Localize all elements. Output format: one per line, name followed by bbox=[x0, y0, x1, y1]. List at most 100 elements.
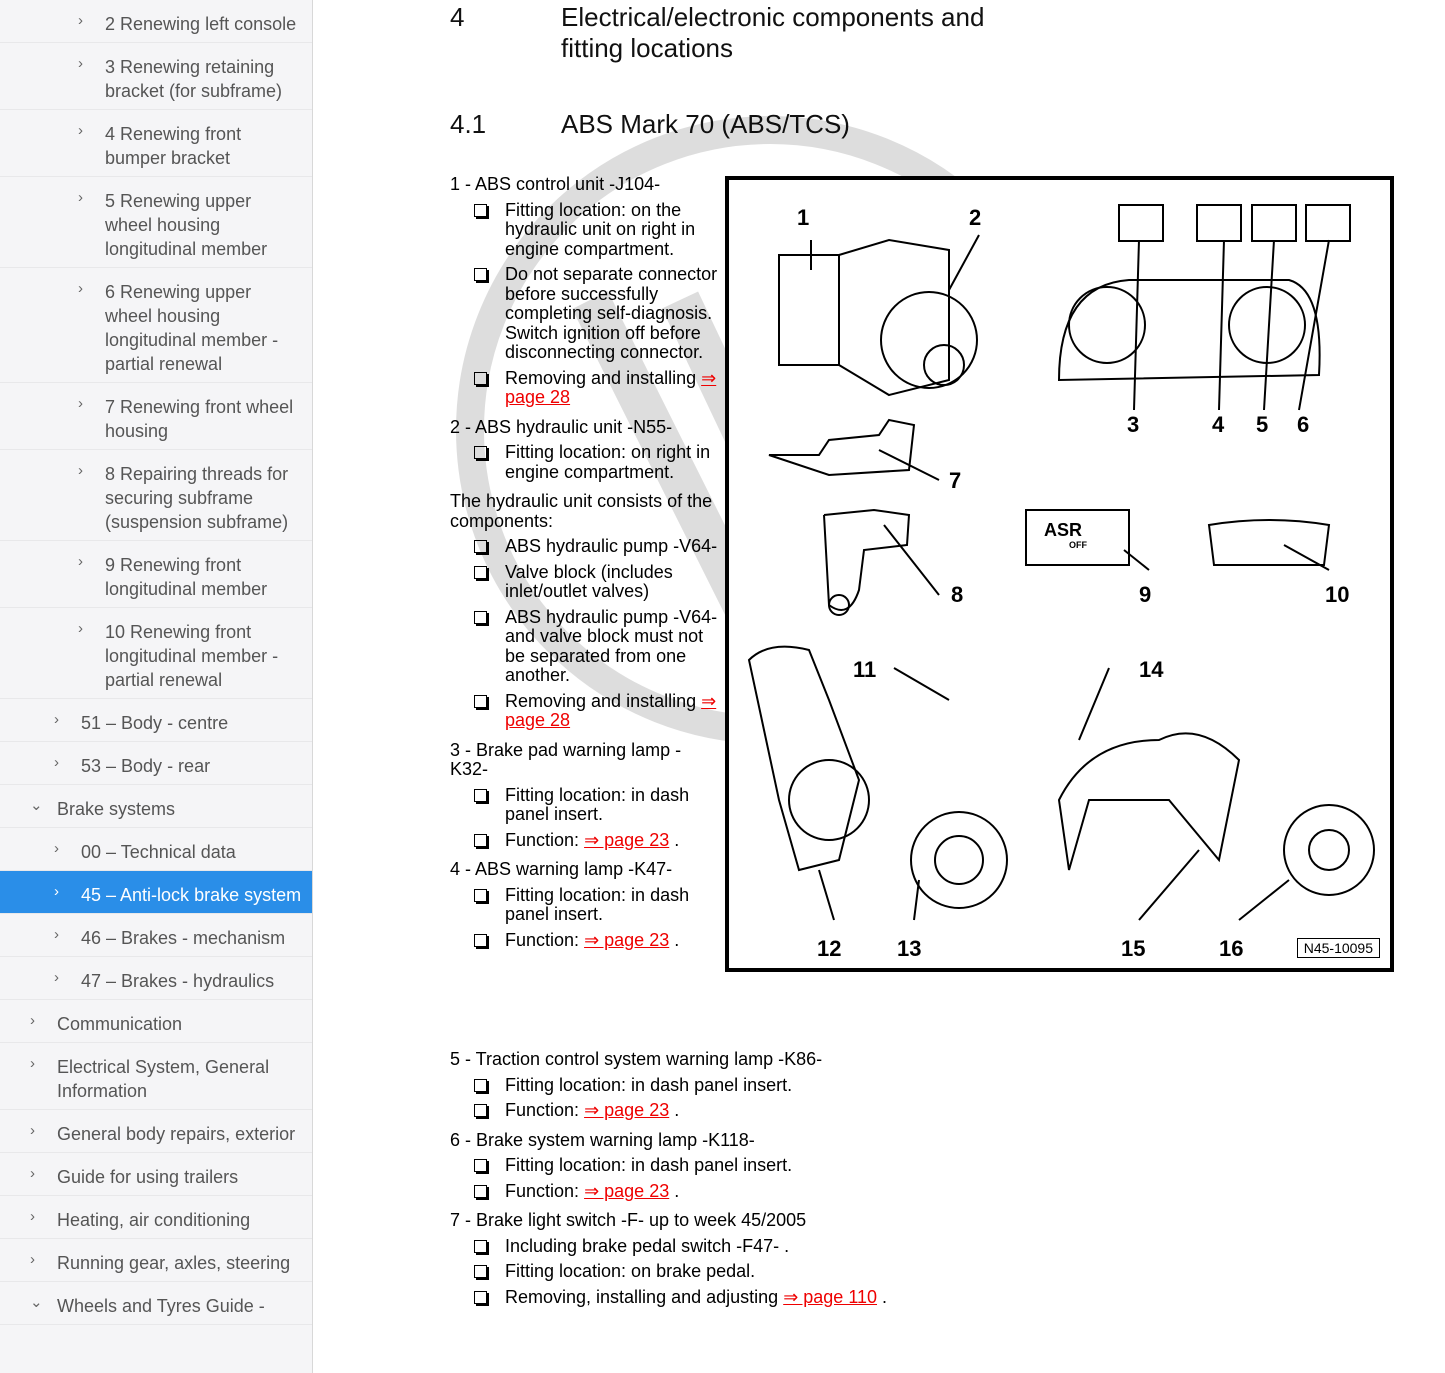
chevron-down-icon[interactable]: ⌄ bbox=[30, 1294, 43, 1311]
sidebar-item-label: 53 – Body - rear bbox=[81, 756, 211, 776]
chevron-right-icon[interactable]: › bbox=[78, 55, 83, 72]
page-link[interactable]: ⇒ page 23 bbox=[584, 1100, 670, 1120]
sidebar-item-label: Wheels and Tyres Guide - bbox=[57, 1296, 265, 1316]
page-link[interactable]: ⇒ page 110 bbox=[783, 1286, 878, 1307]
sidebar-item-label: 9 Renewing front longitudinal member bbox=[105, 555, 268, 599]
sidebar-item[interactable]: › 5 Renewing upper wheel housing longitud… bbox=[0, 177, 312, 268]
chevron-right-icon[interactable]: › bbox=[30, 1251, 35, 1268]
chevron-right-icon[interactable]: › bbox=[78, 122, 83, 139]
chevron-right-icon[interactable]: › bbox=[30, 1122, 35, 1139]
bullet-text: Valve block (includes inlet/outlet valve… bbox=[505, 561, 673, 601]
sidebar-item[interactable]: › 10 Renewing front longitudinal member -… bbox=[0, 608, 312, 699]
item-title: 7 - Brake light switch -F- up to week 45… bbox=[450, 1210, 807, 1230]
bullet-icon bbox=[474, 1239, 487, 1253]
bullet-text: Do not separate connector before success… bbox=[505, 264, 718, 362]
callout-9: 9 bbox=[1139, 582, 1152, 607]
chevron-right-icon[interactable]: › bbox=[54, 883, 59, 900]
abs-components-diagram: ASR OFF 1 2 3 4 5 6 7 8 9 10 11 12 13 14… bbox=[725, 176, 1394, 972]
chevron-right-icon[interactable]: › bbox=[78, 620, 83, 637]
bullet-icon bbox=[474, 203, 487, 217]
sidebar-item[interactable]: ›51 – Body - centre bbox=[0, 699, 312, 742]
sidebar-item[interactable]: ⌄Brake systems bbox=[0, 785, 312, 828]
bullet-icon bbox=[474, 694, 487, 708]
callout-12: 12 bbox=[817, 936, 842, 961]
callout-7: 7 bbox=[949, 468, 962, 493]
page-link[interactable]: ⇒ page 28 bbox=[505, 690, 717, 730]
chevron-right-icon[interactable]: › bbox=[78, 280, 83, 297]
sidebar-item[interactable]: ›3 Renewing retaining bracket (for subfr… bbox=[0, 43, 312, 110]
sidebar-item[interactable]: ›47 – Brakes - hydraulics bbox=[0, 957, 312, 1000]
bullet-text: Fitting location: in dash panel insert. bbox=[505, 1155, 793, 1175]
chevron-right-icon[interactable]: › bbox=[54, 926, 59, 943]
bullet-text: ABS hydraulic pump -V64- bbox=[505, 536, 718, 556]
sidebar-item[interactable]: › Communication bbox=[0, 1000, 312, 1043]
page-link[interactable]: ⇒ page 28 bbox=[505, 367, 717, 407]
sidebar-item[interactable]: › 53 – Body - rear bbox=[0, 742, 312, 785]
sidebar-item[interactable]: › Heating, air conditioning bbox=[0, 1196, 312, 1239]
bullet-text: Fitting location: in dash panel insert. bbox=[505, 884, 690, 924]
diagram-drawing bbox=[747, 204, 1375, 921]
page-link[interactable]: ⇒ page 23 bbox=[584, 929, 670, 950]
sidebar-item[interactable]: › 8 Repairing threads for securing subfra… bbox=[0, 450, 312, 541]
sidebar-item[interactable]: › 9 Renewing front longitudinal member bbox=[0, 541, 312, 608]
callout-8: 8 bbox=[951, 582, 964, 607]
callout-13: 13 bbox=[897, 936, 922, 961]
sidebar-item-label: 10 Renewing front longitudinal member - … bbox=[105, 622, 279, 690]
section-title: Electrical/electronic components and fit… bbox=[561, 2, 985, 63]
chevron-right-icon[interactable]: › bbox=[78, 462, 83, 479]
sidebar-item-label: 46 – Brakes - mechanism bbox=[81, 928, 286, 948]
sidebar-item-label: Running gear, axles, steering bbox=[57, 1253, 291, 1273]
sidebar-item-label: Heating, air conditioning bbox=[57, 1210, 251, 1230]
chevron-down-icon[interactable]: ⌄ bbox=[30, 797, 43, 814]
sidebar-item[interactable]: › General body repairs, exterior bbox=[0, 1110, 312, 1153]
chevron-right-icon[interactable]: › bbox=[54, 969, 59, 986]
sidebar-item[interactable]: ›7 Renewing front wheel housing bbox=[0, 383, 312, 450]
page-link[interactable]: ⇒ page 23 bbox=[584, 1180, 670, 1201]
sidebar-item[interactable]: ›Electrical System, General Information bbox=[0, 1043, 312, 1110]
chevron-right-icon[interactable]: › bbox=[30, 1165, 35, 1182]
sidebar-item[interactable]: ›Guide for using trailers bbox=[0, 1153, 312, 1196]
items-5-7: 5 - Traction control system warning lamp… bbox=[450, 1049, 1010, 1307]
item-title: 3 - Brake pad warning lamp -K32- bbox=[450, 739, 682, 779]
sidebar-item[interactable]: › 46 – Brakes - mechanism bbox=[0, 914, 312, 957]
item-1: 1 - ABS control unit -J104- Fitting loca… bbox=[450, 174, 718, 950]
callout-3: 3 bbox=[1127, 412, 1140, 437]
callout-4: 4 bbox=[1212, 412, 1225, 437]
chevron-right-icon[interactable]: › bbox=[30, 1208, 35, 1225]
bullet-icon bbox=[474, 1265, 487, 1278]
callout-14: 14 bbox=[1139, 657, 1164, 682]
sidebar-item-label: 5 Renewing upper wheel housing longitudi… bbox=[105, 191, 268, 259]
chevron-right-icon[interactable]: › bbox=[78, 553, 83, 570]
chevron-right-icon[interactable]: › bbox=[78, 395, 83, 412]
chevron-right-icon[interactable]: › bbox=[54, 840, 59, 857]
subsection-title: ABS Mark 70 (ABS/TCS) bbox=[561, 109, 850, 139]
sidebar-item[interactable]: › Running gear, axles, steering bbox=[0, 1239, 312, 1282]
page-link[interactable]: ⇒ page 23 bbox=[584, 829, 670, 850]
bullet-icon bbox=[474, 833, 487, 847]
bullet-icon bbox=[474, 888, 487, 902]
bullet-text: Removing and installing bbox=[505, 367, 697, 388]
sidebar-item[interactable]: ›2 Renewing left console bbox=[0, 0, 312, 43]
callout-10: 10 bbox=[1325, 582, 1350, 607]
chevron-right-icon[interactable]: › bbox=[30, 1012, 35, 1029]
bullet-icon bbox=[474, 933, 487, 947]
sidebar-item-label: General body repairs, exterior bbox=[57, 1124, 296, 1144]
sidebar-item[interactable]: ›6 Renewing upper wheel housing longitud… bbox=[0, 268, 312, 383]
sidebar-item[interactable]: › 00 – Technical data bbox=[0, 828, 312, 871]
sidebar-item[interactable]: ⌄ Wheels and Tyres Guide - bbox=[0, 1282, 312, 1325]
chevron-right-icon[interactable]: › bbox=[54, 754, 59, 771]
sidebar-item-label: 4 Renewing front bumper bracket bbox=[105, 124, 242, 168]
sidebar-item-label: Communication bbox=[57, 1014, 183, 1034]
chevron-right-icon[interactable]: › bbox=[54, 711, 59, 728]
sidebar-item[interactable]: ›45 – Anti-lock brake system bbox=[0, 871, 312, 914]
chevron-right-icon[interactable]: › bbox=[78, 12, 83, 29]
sidebar-item[interactable]: › 4 Renewing front bumper bracket bbox=[0, 110, 312, 177]
sidebar-item-label: 8 Repairing threads for securing subfram… bbox=[105, 464, 289, 532]
callout-2: 2 bbox=[969, 205, 982, 230]
sidebar-item-label: 00 – Technical data bbox=[81, 842, 236, 862]
paragraph: The hydraulic unit consists of the compo… bbox=[450, 491, 713, 531]
chevron-right-icon[interactable]: › bbox=[30, 1055, 35, 1072]
section-number: 4 bbox=[450, 2, 465, 32]
chevron-right-icon[interactable]: › bbox=[78, 189, 83, 206]
callout-1: 1 bbox=[797, 205, 810, 230]
